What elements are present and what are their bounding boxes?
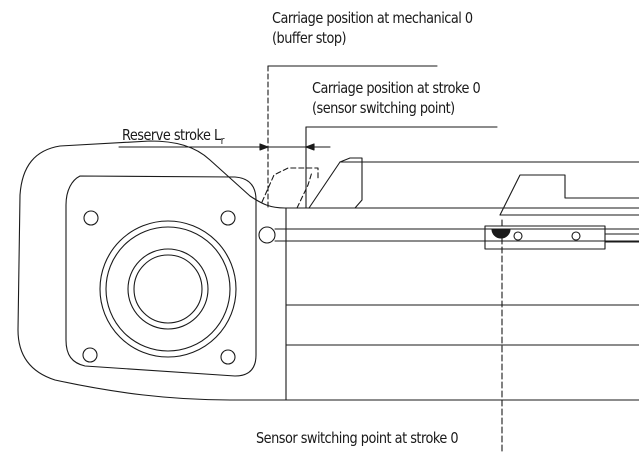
flange-hole-top-left (83, 210, 99, 226)
reserve-arrow-left (259, 143, 269, 151)
carriage-stroke-zero-dashed (296, 171, 313, 209)
label-mech-zero-line2: (buffer stop) (272, 29, 347, 47)
reserve-arrow-right (305, 143, 315, 151)
bearing-ring-core (133, 254, 203, 324)
sensor-led-marker (491, 228, 511, 239)
carriage-housing-shoulder (339, 157, 363, 209)
bearing-ring-inner (127, 248, 209, 330)
carriage-housing (308, 161, 639, 209)
label-mech-zero-line1: Carriage position at mechanical 0 (272, 9, 473, 27)
mounting-flange-outline (65, 175, 257, 377)
flange-hole-top-right (220, 210, 236, 226)
sensor-screw-left (513, 231, 523, 241)
flange-hole-bottom-left (82, 347, 98, 363)
carriage-slider (499, 174, 639, 216)
bearing-ring-outer (99, 220, 237, 358)
bearing-ring-middle (105, 226, 231, 352)
carriage-mech-zero-dashed (261, 167, 319, 203)
label-reserve-stroke: Reserve stroke Lr (122, 126, 225, 150)
label-sensor-point: Sensor switching point at stroke 0 (256, 429, 459, 447)
reserve-stroke-text: Reserve stroke L (122, 126, 221, 144)
sensor-screw-right (571, 231, 581, 241)
flange-hole-bottom-right (220, 349, 236, 365)
label-stroke-zero-line2: (sensor switching point) (312, 99, 455, 117)
label-stroke-zero-line1: Carriage position at stroke 0 (312, 79, 481, 97)
slot-end-hole (258, 226, 276, 244)
sensor-body (484, 225, 606, 250)
reserve-stroke-subscript: r (220, 134, 225, 147)
end-cap-outline (17, 140, 639, 401)
